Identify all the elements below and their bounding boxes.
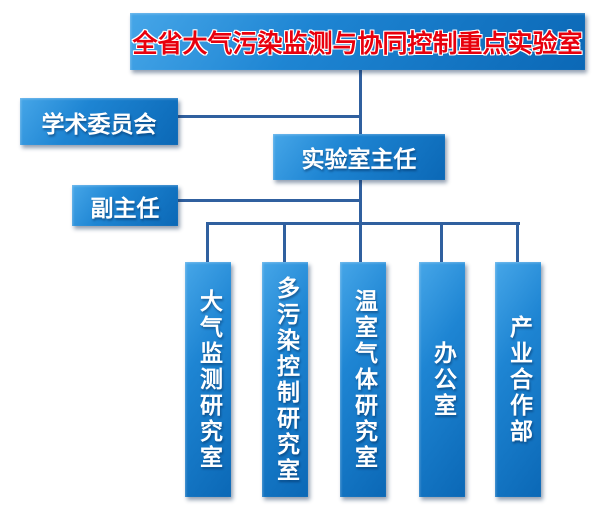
- org-node-dept-office: 办公室: [419, 262, 465, 497]
- connector-director-to-departments: [359, 180, 362, 262]
- org-node-deputy-director-label: 副主任: [90, 195, 160, 222]
- connector-drop-dept-5: [516, 222, 519, 262]
- org-node-dept-atmospheric-monitoring: 大气监测研究室: [185, 262, 231, 497]
- connector-advisory-to-trunk: [178, 115, 360, 118]
- org-node-lab-director-label: 实验室主任: [301, 147, 417, 173]
- connector-drop-dept-1: [206, 222, 209, 262]
- connector-deputy-to-trunk: [178, 199, 360, 202]
- org-node-dept-label: 办公室: [429, 340, 456, 419]
- org-node-academic-committee: 学术委员会: [20, 98, 178, 145]
- org-node-academic-committee-label: 学术委员会: [41, 111, 157, 138]
- connector-drop-dept-4: [440, 222, 443, 262]
- org-node-lab-director: 实验室主任: [273, 134, 445, 180]
- org-node-dept-label: 产业合作部: [505, 314, 532, 445]
- org-node-root: 全省大气污染监测与协同控制重点实验室: [130, 13, 585, 70]
- connector-drop-dept-2: [283, 222, 286, 262]
- org-node-dept-greenhouse-gas: 温室气体研究室: [340, 262, 386, 497]
- org-node-dept-label: 多污染控制研究室: [272, 275, 299, 484]
- connector-root-to-director: [359, 70, 362, 134]
- org-node-dept-label: 大气监测研究室: [195, 288, 222, 471]
- connector-distribution-bar: [206, 222, 520, 225]
- org-node-root-label: 全省大气污染监测与协同控制重点实验室: [132, 28, 583, 58]
- org-node-dept-industry-cooperation: 产业合作部: [495, 262, 541, 497]
- org-node-deputy-director: 副主任: [72, 185, 178, 226]
- org-node-dept-label: 温室气体研究室: [350, 288, 377, 471]
- org-node-dept-multi-pollutant-control: 多污染控制研究室: [262, 262, 308, 497]
